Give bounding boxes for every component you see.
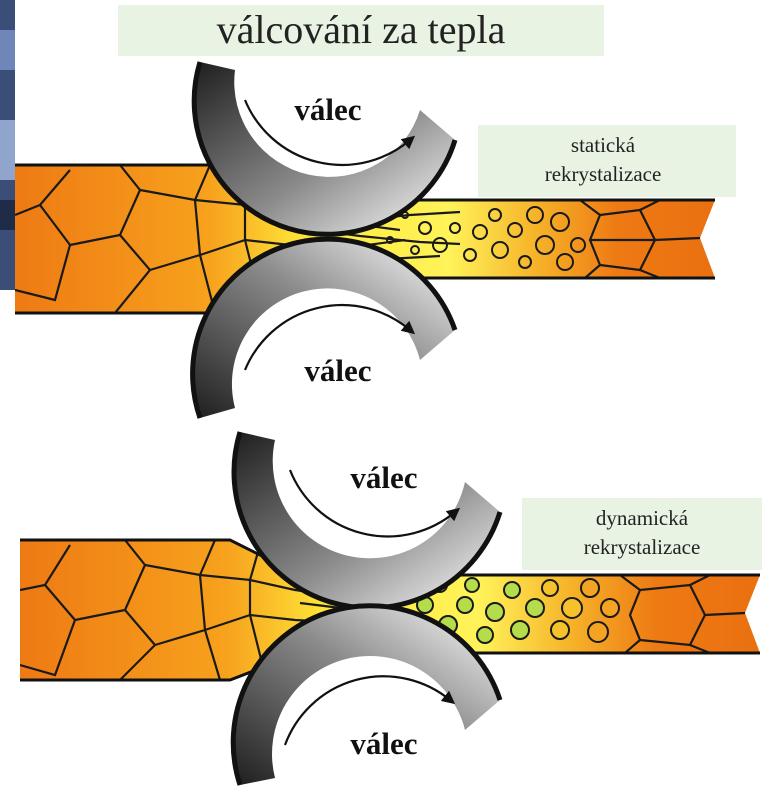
upper-top-roll: válec xyxy=(191,61,458,237)
upper-bottom-roll-label: válec xyxy=(304,353,371,388)
background-photo-fragment xyxy=(0,0,15,290)
upper-bottom-roll: válec xyxy=(190,236,458,419)
page-title: válcování za tepla xyxy=(217,7,506,52)
dynamic-recrystallized-grains xyxy=(330,577,620,644)
upper-top-roll-label: válec xyxy=(294,92,361,127)
roll-rotation-arrow-icon xyxy=(288,469,461,538)
lower-note-line2: rekrystalizace xyxy=(584,535,701,559)
upper-note-line2: rekrystalizace xyxy=(545,162,662,186)
static-recrystallization-note: statická rekrystalizace xyxy=(478,125,736,197)
roll-rotation-arrow-icon xyxy=(283,675,456,746)
title-box: válcování za tepla xyxy=(118,5,604,56)
lower-process: válec válec dynamická rekrystalizace xyxy=(20,431,762,786)
lower-top-roll: válec xyxy=(231,431,503,611)
lower-bottom-roll-label: válec xyxy=(350,726,417,761)
lower-top-roll-label: válec xyxy=(350,460,417,495)
upper-process: válec válec statická rekrystalizace xyxy=(15,61,736,419)
lower-bottom-roll: válec xyxy=(230,603,503,786)
dynamic-recrystallization-note: dynamická rekrystalizace xyxy=(522,498,762,570)
lower-note-line1: dynamická xyxy=(596,506,689,530)
recrystallized-grains xyxy=(386,206,586,271)
roll-rotation-arrow-icon xyxy=(243,303,416,371)
upper-note-line1: statická xyxy=(571,133,636,157)
roll-rotation-arrow-icon xyxy=(243,99,416,167)
